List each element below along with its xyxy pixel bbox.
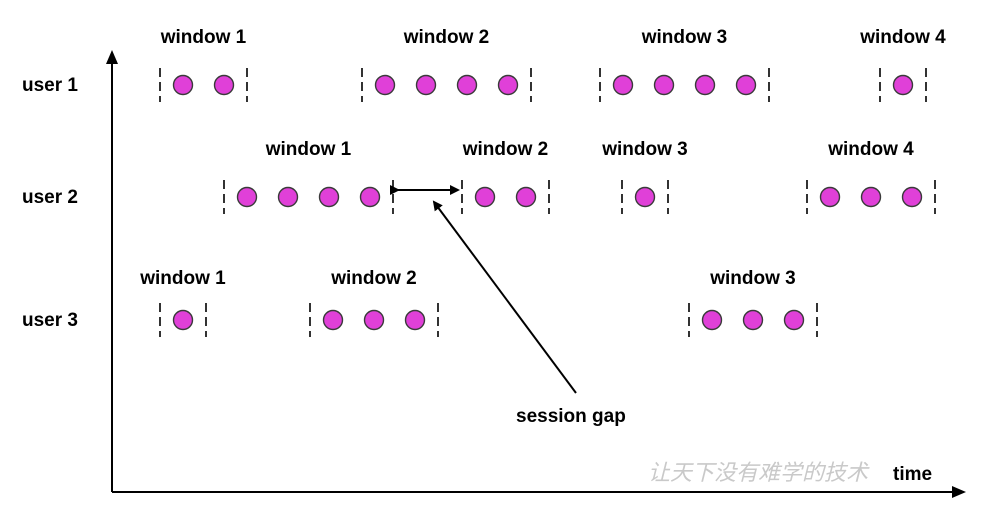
window-label: window 3 xyxy=(641,27,728,48)
session-window: window 2 xyxy=(309,268,439,337)
time-axis-label: time xyxy=(893,464,932,485)
user-row: user 1 window 1 window 2 window 3 window 4 xyxy=(22,27,946,102)
event-dot xyxy=(456,74,478,96)
event-dot xyxy=(404,309,426,331)
window-label: window 2 xyxy=(403,27,490,48)
event-dot xyxy=(653,74,675,96)
window-label: window 4 xyxy=(859,27,946,48)
session-gap-pointer-arrow xyxy=(432,200,577,394)
event-dot xyxy=(474,186,496,208)
window-label: window 4 xyxy=(827,139,914,160)
event-dot xyxy=(415,74,437,96)
window-label: window 3 xyxy=(709,268,796,289)
event-dot xyxy=(634,186,656,208)
event-dot xyxy=(497,74,519,96)
event-dot xyxy=(374,74,396,96)
event-dot xyxy=(783,309,805,331)
user-row: user 2 window 1 window 2 window 3 window 4 xyxy=(22,139,936,214)
session-window: window 1 xyxy=(223,139,394,214)
event-dot xyxy=(694,74,716,96)
watermark: 让天下没有难学的技术 xyxy=(648,461,870,486)
event-dot xyxy=(213,74,235,96)
session-window: window 2 xyxy=(461,139,550,214)
event-dot xyxy=(515,186,537,208)
user-label: user 2 xyxy=(22,187,78,208)
window-label: window 1 xyxy=(160,27,247,48)
event-dot xyxy=(742,309,764,331)
session-gap-label: session gap xyxy=(516,406,626,427)
event-dot xyxy=(901,186,923,208)
window-label: window 1 xyxy=(139,268,226,289)
event-dot xyxy=(701,309,723,331)
event-dot xyxy=(318,186,340,208)
user-row: user 3 window 1 window 2 window 3 xyxy=(22,268,818,337)
window-label: window 3 xyxy=(601,139,688,160)
session-window: window 3 xyxy=(599,27,770,102)
session-window: window 4 xyxy=(806,139,936,214)
session-window: window 1 xyxy=(159,27,248,102)
session-window: window 4 xyxy=(859,27,946,102)
session-window: window 3 xyxy=(688,268,818,337)
session-window: window 2 xyxy=(361,27,532,102)
event-dot xyxy=(892,74,914,96)
event-dot xyxy=(322,309,344,331)
event-dot xyxy=(860,186,882,208)
window-label: window 2 xyxy=(462,139,549,160)
session-window: window 3 xyxy=(601,139,688,214)
user-label: user 1 xyxy=(22,75,78,96)
event-dot xyxy=(236,186,258,208)
event-dot xyxy=(612,74,634,96)
event-dot xyxy=(819,186,841,208)
event-dot xyxy=(359,186,381,208)
user-label: user 3 xyxy=(22,310,78,331)
event-dot xyxy=(363,309,385,331)
event-dot xyxy=(277,186,299,208)
event-dot xyxy=(172,309,194,331)
event-dot xyxy=(172,74,194,96)
window-label: window 1 xyxy=(265,139,352,160)
y-axis-arrowhead xyxy=(106,50,118,64)
x-axis-arrowhead xyxy=(952,486,966,498)
event-dot xyxy=(735,74,757,96)
session-window: window 1 xyxy=(139,268,226,337)
window-label: window 2 xyxy=(330,268,417,289)
